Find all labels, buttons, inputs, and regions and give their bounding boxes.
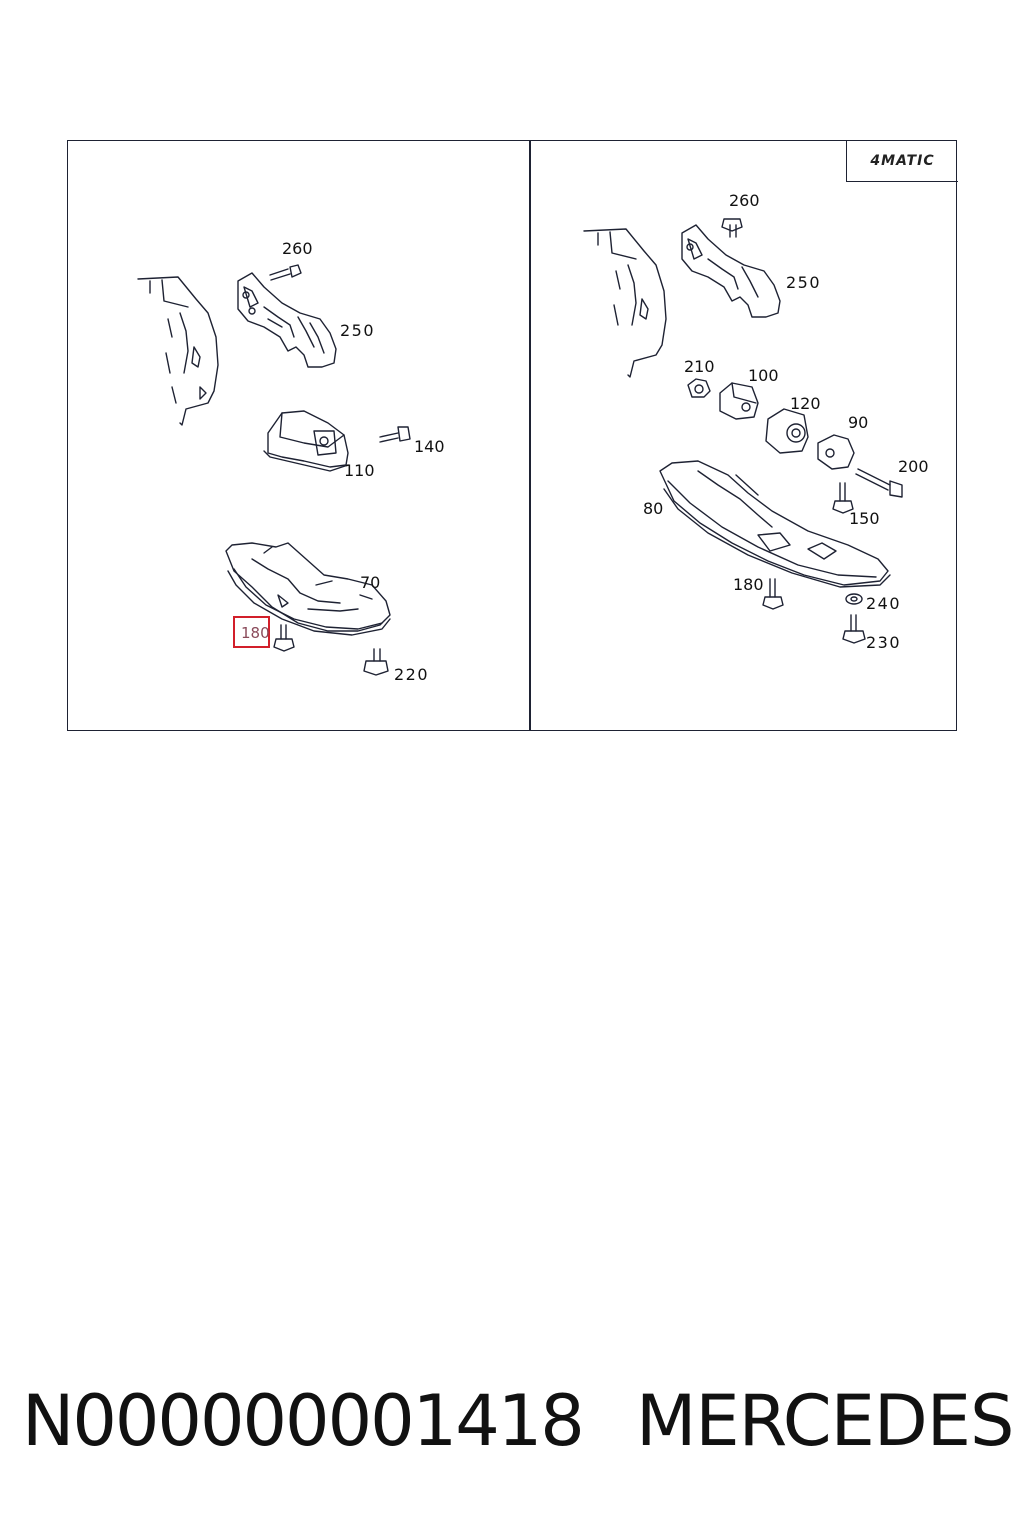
callout-100-right[interactable]: 100 (748, 366, 779, 385)
left-bolt-180 (273, 624, 295, 652)
right-bolt-230 (842, 614, 866, 644)
left-mount-110 (263, 410, 349, 472)
right-washer-240 (845, 593, 863, 605)
left-transmission-housing (137, 276, 219, 426)
right-transmission-housing (583, 228, 667, 378)
left-bracket (237, 272, 337, 368)
callout-250-left[interactable]: 250 (340, 321, 376, 340)
part-number: N000000001418 (22, 1380, 585, 1462)
right-bolt-260 (721, 218, 743, 238)
callout-210-right[interactable]: 210 (684, 357, 715, 376)
right-mount-100 (719, 382, 759, 420)
callout-180-left-highlighted[interactable]: 180 (233, 616, 270, 648)
callout-220-left[interactable]: 220 (394, 665, 430, 684)
4matic-badge: 4MATIC (846, 141, 958, 182)
right-nut-210 (687, 378, 711, 398)
right-mount-120 (765, 408, 809, 454)
callout-110-left[interactable]: 110 (344, 461, 375, 480)
left-bolt-140 (379, 426, 411, 443)
callout-120-right[interactable]: 120 (790, 394, 821, 413)
callout-260-right[interactable]: 260 (729, 191, 760, 210)
right-bolt-200 (855, 468, 903, 498)
caption: N000000001418 MERCEDES (0, 1376, 1024, 1466)
callout-80-right[interactable]: 80 (643, 499, 664, 518)
callout-150-right[interactable]: 150 (849, 509, 880, 528)
panel-divider (529, 141, 531, 730)
right-mount-90 (817, 434, 855, 470)
callout-250-right[interactable]: 250 (786, 273, 822, 292)
right-bolt-150 (832, 482, 854, 514)
left-crossmember-70 (225, 542, 391, 636)
callout-140-left[interactable]: 140 (414, 437, 445, 456)
left-bolt-260 (269, 264, 302, 281)
right-crossmember-80 (659, 460, 891, 588)
callout-70-left[interactable]: 70 (360, 573, 381, 592)
left-bolt-220 (363, 648, 389, 676)
diagram-drawing (137, 218, 903, 676)
callout-180-right[interactable]: 180 (733, 575, 764, 594)
callout-240-right[interactable]: 240 (866, 594, 902, 613)
callout-230-right[interactable]: 230 (866, 633, 902, 652)
callout-260-left[interactable]: 260 (282, 239, 313, 258)
brand-name: MERCEDES (636, 1380, 1014, 1462)
callout-90-right[interactable]: 90 (848, 413, 869, 432)
callout-200-right[interactable]: 200 (898, 457, 929, 476)
right-bolt-180 (762, 578, 784, 610)
parts-diagram: 4MATIC 260 250 140 110 70 180 220 260 25… (67, 140, 958, 731)
right-bracket (681, 224, 781, 318)
